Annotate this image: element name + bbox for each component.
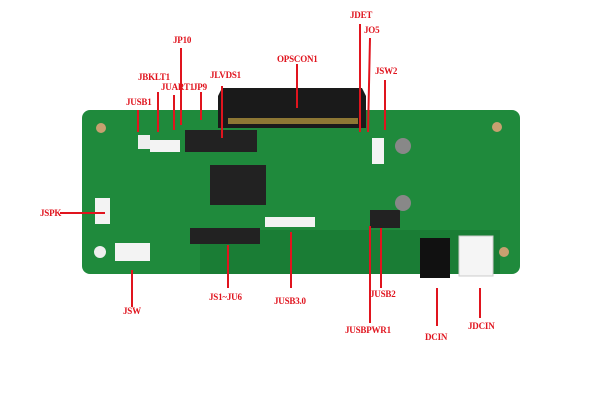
jdcin-connector (458, 235, 494, 277)
capacitor (395, 138, 411, 154)
dcin-jack (420, 238, 450, 278)
jusb1-connector (138, 135, 150, 149)
label-jspk: JSPK (40, 208, 62, 218)
arrow-jo5 (367, 37, 371, 133)
label-jusb3: JUSB3.0 (274, 296, 306, 306)
mount-hole (94, 246, 106, 258)
label-jlvds1: JLVDS1 (210, 70, 241, 80)
label-dcin: DCIN (425, 332, 448, 342)
label-jusb2: JUSB2 (370, 289, 396, 299)
label-jdcin: JDCIN (468, 321, 495, 331)
label-jsw: JSW (123, 306, 141, 316)
label-opscon1: OPSCON1 (277, 54, 318, 64)
main-chip (210, 165, 266, 205)
label-jdet: JDET (350, 10, 373, 20)
label-jbklt1: JBKLT1 (138, 72, 170, 82)
label-jusb1: JUSB1 (126, 97, 152, 107)
jusb2-header (370, 210, 400, 228)
label-jusbpwr1: JUSBPWR1 (345, 325, 391, 335)
jsw-connector (115, 243, 150, 261)
jspk-connector (95, 198, 110, 224)
label-jsw2: JSW2 (375, 66, 398, 76)
mount-hole (96, 123, 106, 133)
capacitor (395, 195, 411, 211)
label-jp10: JP10 (173, 35, 192, 45)
label-juart1: JUART1 (161, 82, 194, 92)
mount-hole (499, 247, 509, 257)
jsw2-connector (372, 138, 384, 164)
mount-hole (492, 122, 502, 132)
jbklt1-connector (150, 140, 180, 152)
label-js1-ju6: JS1~JU6 (209, 292, 242, 302)
label-jo5: JO5 (364, 25, 380, 35)
label-jp9: JP9 (193, 82, 207, 92)
js1-ju6-headers (190, 228, 260, 244)
jlvds1-header (185, 130, 257, 152)
jusb3-connector (265, 217, 315, 227)
